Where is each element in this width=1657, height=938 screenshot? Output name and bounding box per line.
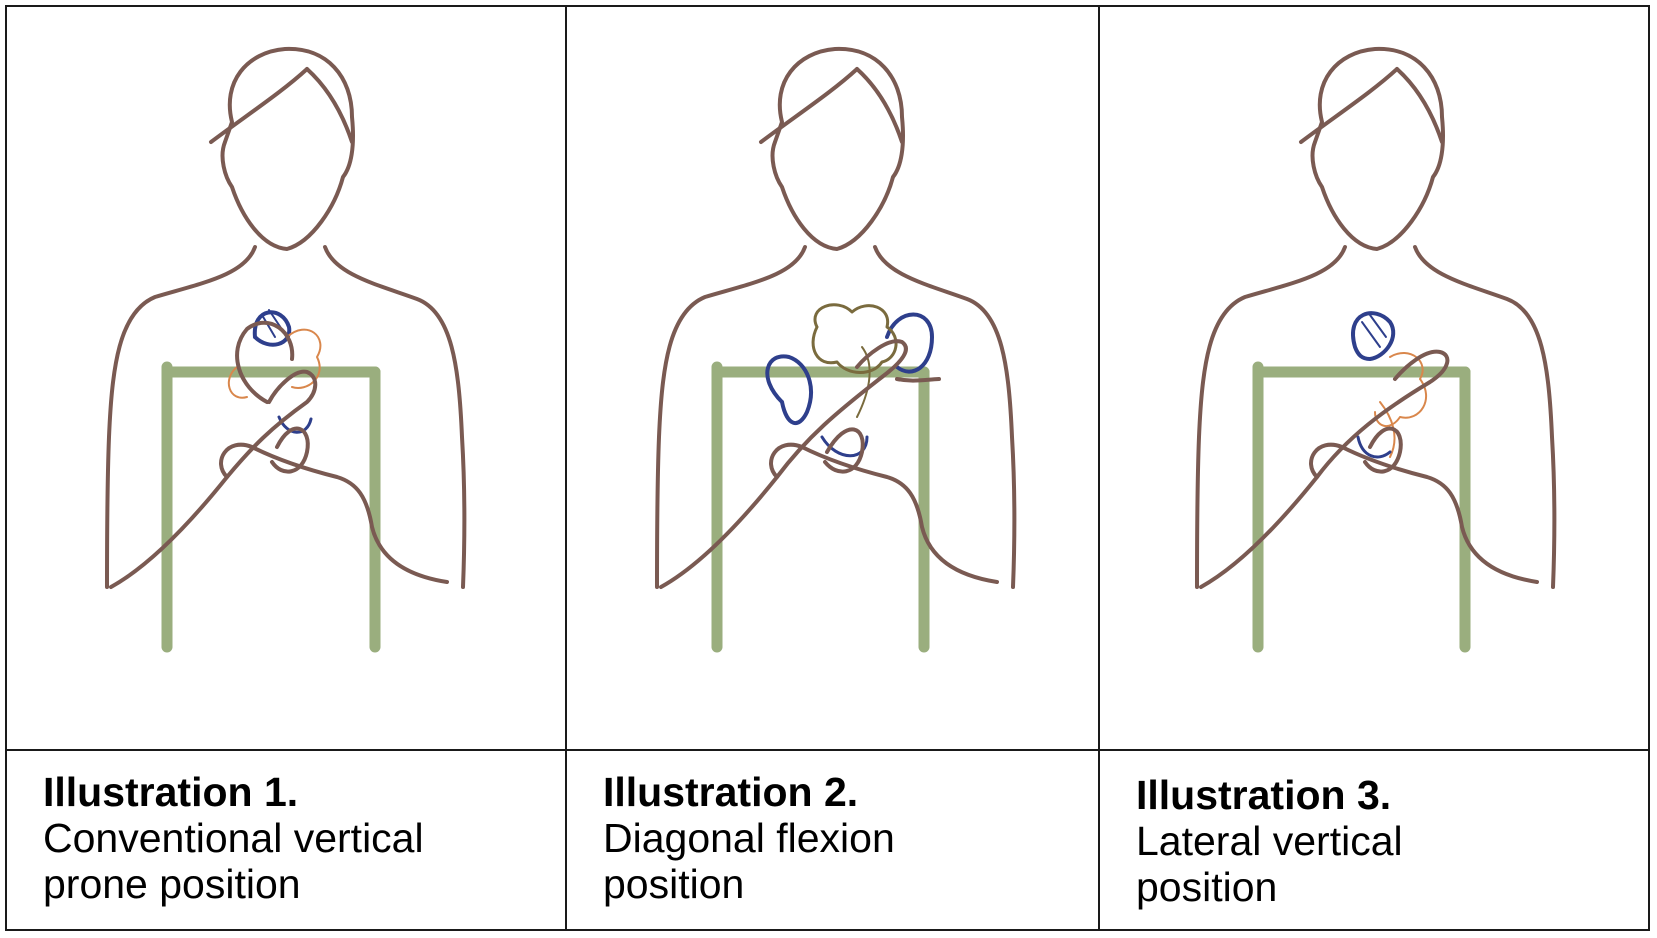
woman-figure (105, 46, 467, 589)
column-divider (1098, 7, 1100, 929)
drawing-diagonal-flexion (655, 46, 1017, 653)
woman-figure (655, 46, 1017, 589)
drawing-conventional-vertical-prone (105, 46, 467, 653)
illustration-panel-1 (7, 7, 567, 749)
column-divider (565, 7, 567, 929)
caption-title: Illustration 1. (43, 769, 299, 815)
caption-description-line: position (1136, 864, 1278, 910)
caption-description-line: Conventional vertical (43, 815, 424, 861)
frame-shape (1252, 361, 1471, 653)
frame-shape (161, 361, 381, 653)
figure-frame: Illustration 1. Conventional vertical pr… (5, 5, 1650, 931)
caption-1: Illustration 1. Conventional vertical pr… (7, 751, 565, 929)
caption-2: Illustration 2. Diagonal flexion positio… (567, 751, 1098, 929)
frame-shape (711, 361, 930, 653)
caption-title: Illustration 2. (603, 769, 859, 815)
baby-figure (1351, 311, 1427, 459)
caption-description-line: position (603, 861, 745, 907)
illustration-panel-2 (567, 7, 1100, 749)
caption-3: Illustration 3. Lateral vertical positio… (1100, 751, 1648, 929)
caption-description-line: Diagonal flexion (603, 815, 895, 861)
caption-description-line: prone position (43, 861, 301, 907)
row-divider (7, 749, 1648, 751)
woman-figure (1195, 46, 1557, 589)
caption-description-line: Lateral vertical (1136, 818, 1403, 864)
drawing-lateral-vertical (1195, 46, 1557, 653)
baby-figure (765, 303, 934, 458)
caption-title: Illustration 3. (1136, 772, 1392, 818)
illustration-panel-3 (1100, 7, 1648, 749)
